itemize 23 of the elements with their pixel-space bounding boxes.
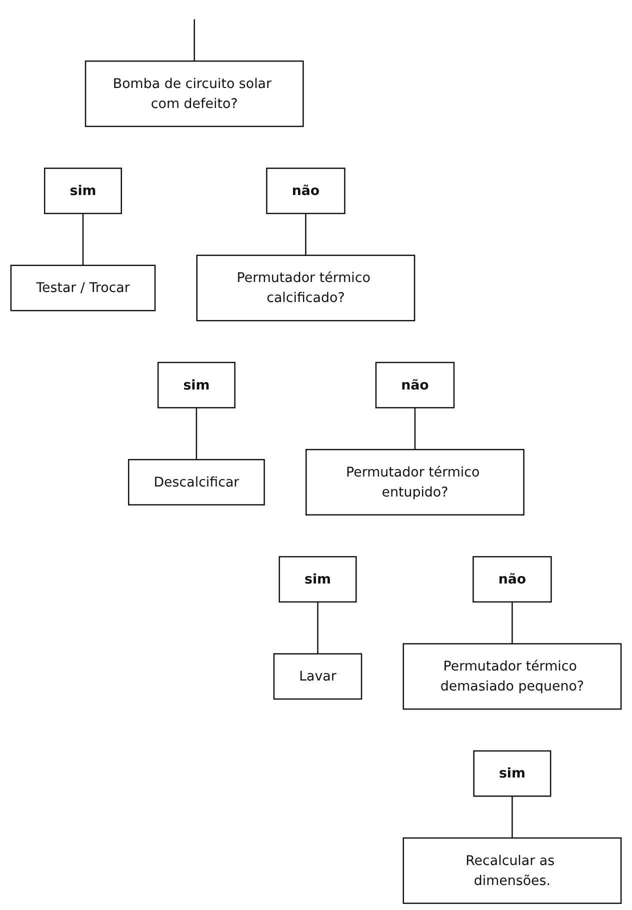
node-box (128, 458, 265, 506)
node-box (306, 448, 524, 516)
connector (194, 19, 195, 62)
connector (305, 213, 306, 256)
node-box (44, 168, 122, 214)
connector (196, 408, 198, 460)
node-box (266, 168, 346, 214)
connector (512, 602, 513, 644)
node-box (402, 643, 622, 710)
connector (512, 796, 513, 838)
connector (414, 408, 416, 450)
connector (82, 213, 84, 266)
node-box (273, 653, 362, 700)
node-box (10, 264, 156, 312)
node-box (157, 362, 236, 408)
node-box (278, 556, 357, 603)
connector (317, 602, 318, 654)
node-box (196, 254, 416, 322)
node-box (402, 837, 622, 904)
node-box (84, 60, 304, 128)
node-box (375, 362, 455, 408)
node-box (473, 750, 552, 797)
node-box (472, 556, 552, 603)
